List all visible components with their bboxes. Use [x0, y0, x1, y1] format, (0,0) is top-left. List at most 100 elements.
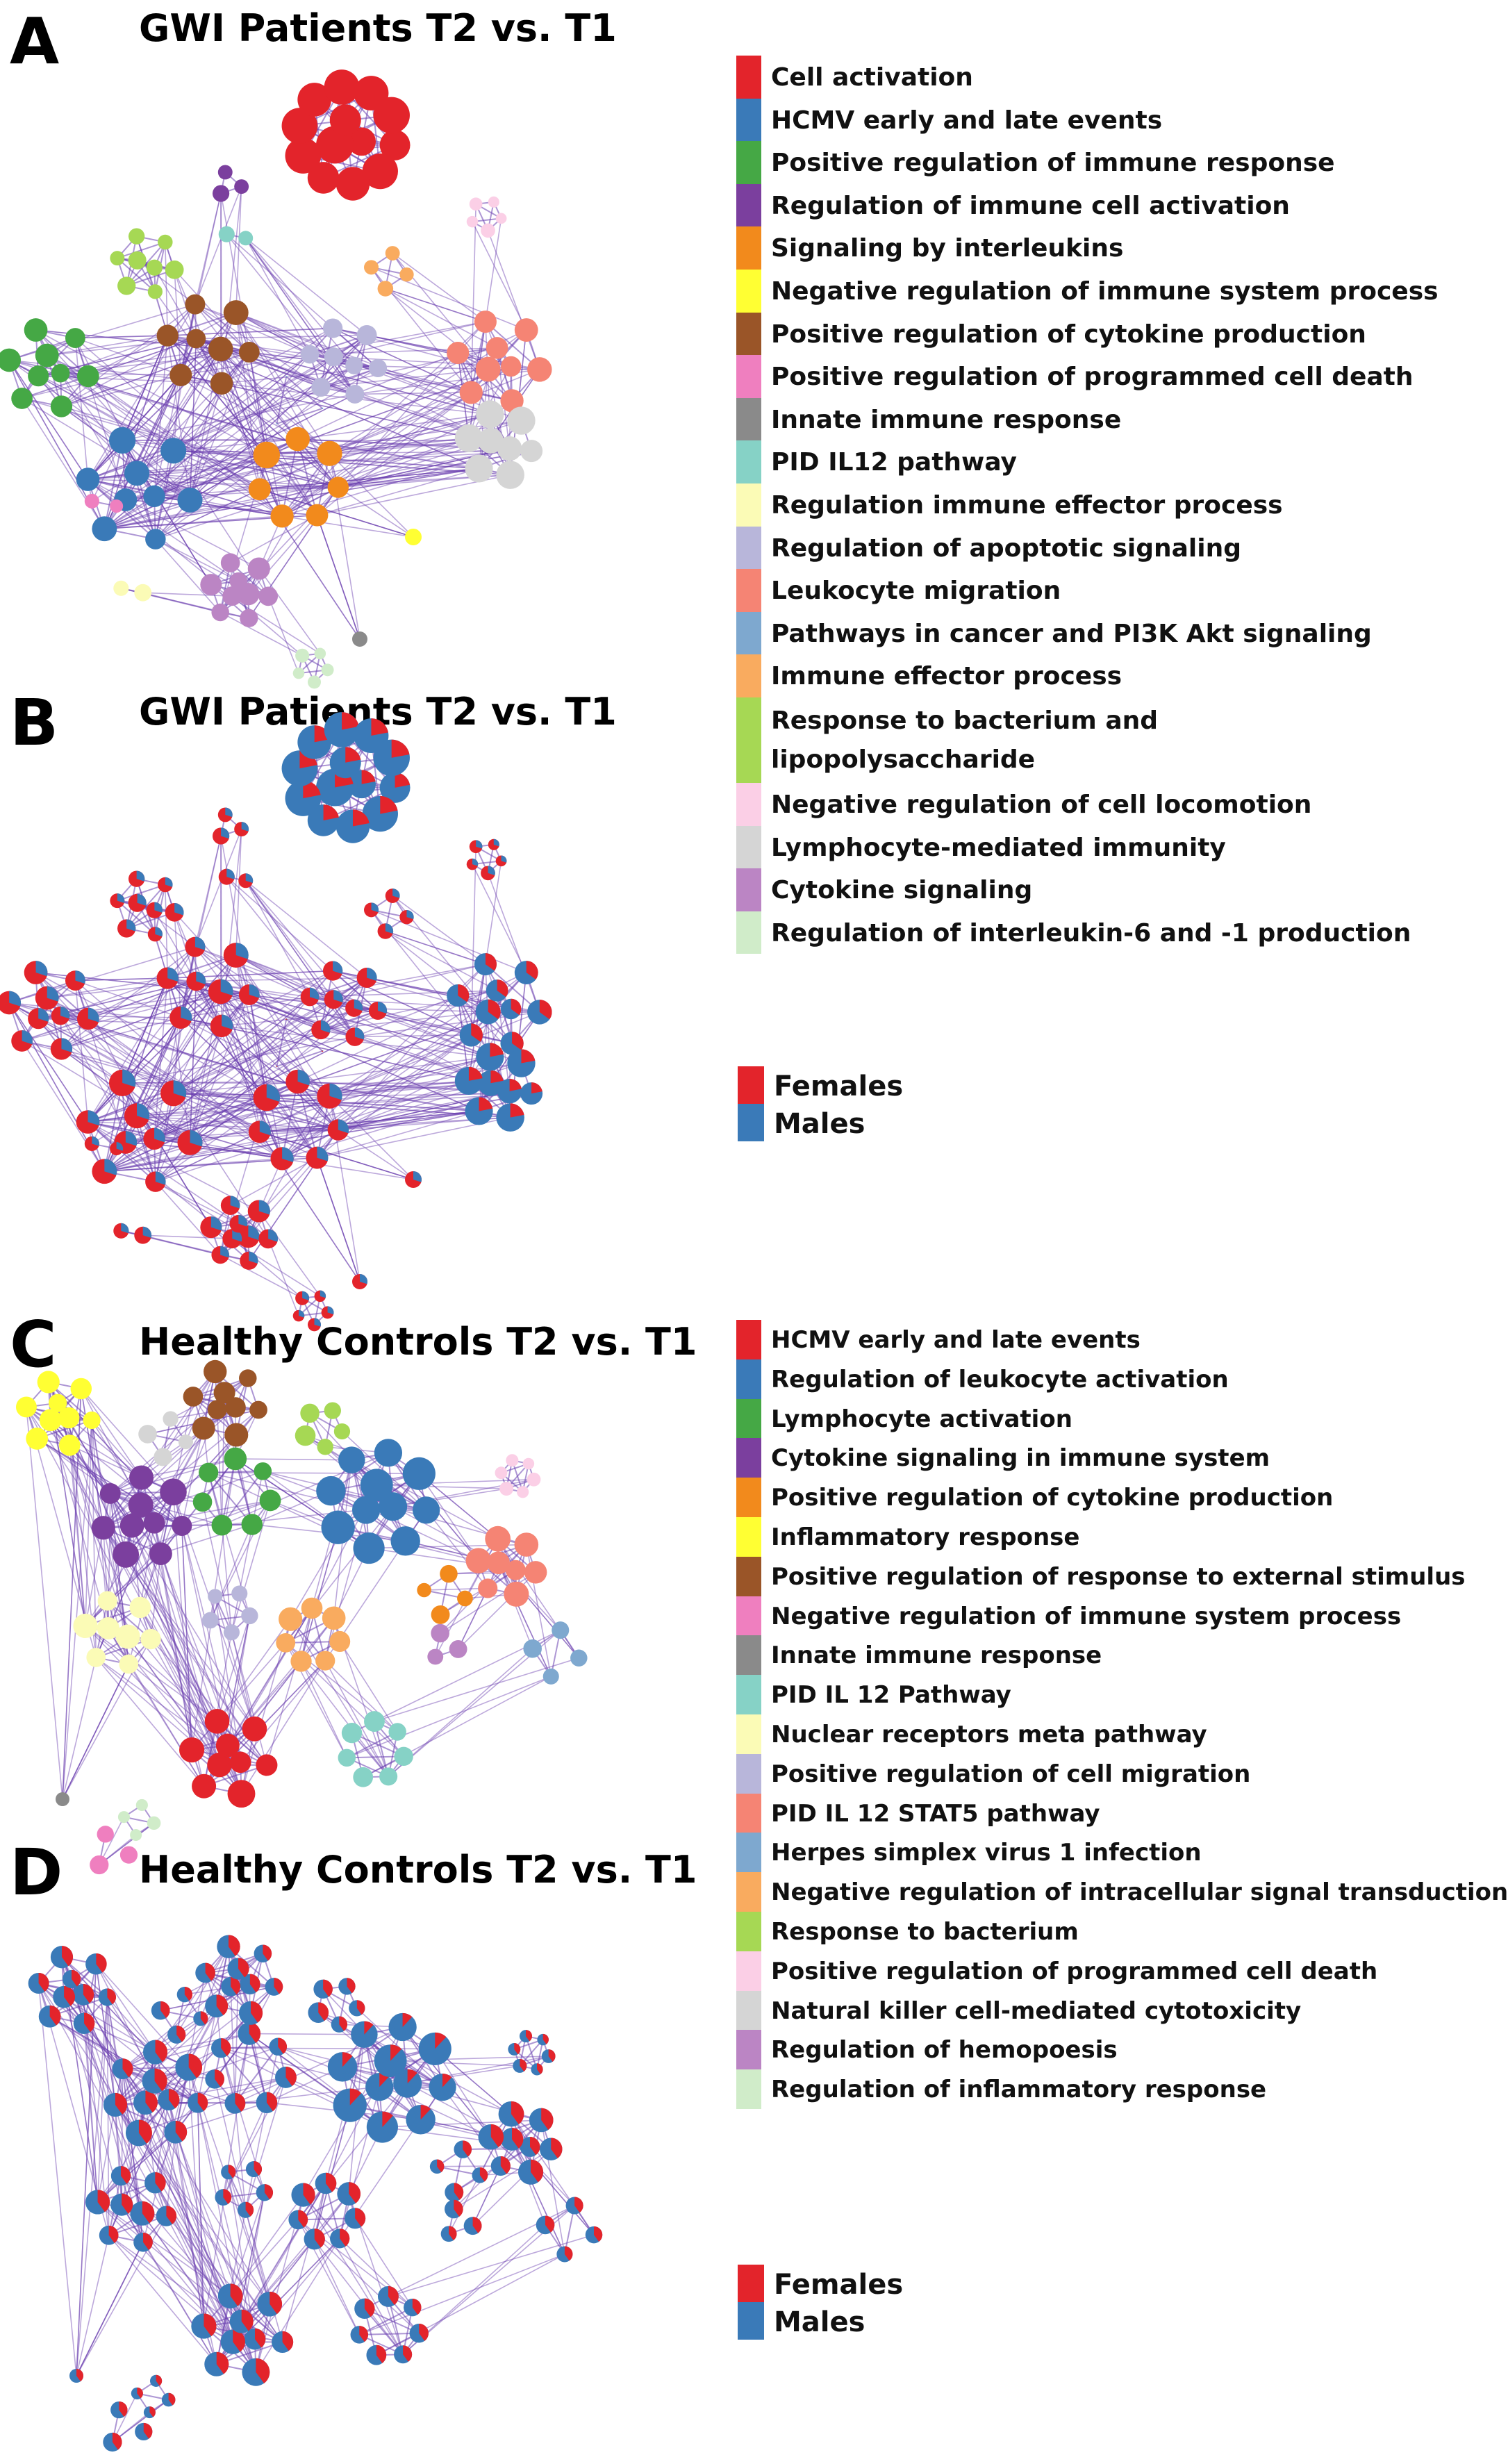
network-node — [285, 138, 322, 174]
network-node — [110, 251, 125, 266]
network-edge — [136, 1115, 338, 1131]
network-node — [364, 260, 379, 275]
network-edge — [349, 2048, 436, 2106]
network-node — [368, 1001, 388, 1020]
network-edge — [220, 991, 299, 1082]
network-node — [356, 325, 377, 346]
network-edge — [122, 977, 168, 1084]
network-edge — [150, 1639, 220, 1765]
network-edge — [385, 288, 486, 322]
network-edge — [60, 406, 190, 501]
network-edge — [35, 329, 191, 501]
network-node — [523, 1639, 542, 1658]
network-edge — [220, 2047, 267, 2103]
network-edge — [338, 1080, 470, 1131]
network-edge — [173, 1092, 511, 1118]
network-edge — [281, 1081, 299, 1159]
network-node — [499, 1481, 514, 1496]
legend-swatch — [736, 569, 761, 612]
network-edge — [74, 338, 126, 500]
legend-label: Positive regulation of cytokine producti… — [771, 1484, 1334, 1512]
network-edge — [371, 267, 527, 331]
network-edge — [154, 1036, 356, 1140]
network-node — [224, 1423, 249, 1447]
network-edge — [83, 2023, 189, 2068]
network-node — [327, 477, 349, 498]
network-graph-d — [28, 1935, 603, 2452]
network-edge — [185, 1371, 216, 1442]
legend-label: Negative regulation of cell locomotion — [771, 790, 1312, 819]
network-edge — [329, 365, 512, 454]
network-node — [210, 372, 233, 395]
network-node — [76, 365, 99, 388]
legend-swatch — [736, 1556, 761, 1596]
network-node — [186, 329, 206, 349]
network-edge — [227, 1660, 302, 1746]
network-edge — [112, 2399, 169, 2443]
network-node — [117, 276, 136, 295]
network-edge — [219, 349, 318, 516]
network-node — [269, 2037, 288, 2056]
network-edge — [197, 2076, 286, 2103]
network-edge — [221, 1025, 283, 1159]
network-node — [520, 2137, 540, 2157]
network-edge — [88, 338, 197, 377]
network-edge — [338, 1110, 479, 1131]
network-edge — [320, 1011, 488, 1031]
network-node — [143, 485, 165, 508]
network-edge — [190, 1097, 267, 1143]
network-edge — [136, 349, 222, 474]
network-node — [317, 1439, 333, 1455]
network-node — [292, 1309, 305, 1322]
network-node — [128, 893, 147, 912]
nodes — [0, 712, 552, 1332]
network-edge — [342, 2066, 492, 2138]
network-edge — [338, 468, 479, 488]
network-edge — [103, 354, 310, 529]
network-edge — [266, 438, 469, 456]
network-node — [412, 1496, 440, 1524]
network-node — [229, 1214, 248, 1233]
network-edge — [95, 1963, 156, 2082]
network-edge — [174, 2131, 231, 2297]
network-edge — [88, 386, 322, 480]
network-edge — [62, 1420, 92, 1800]
network-edge — [245, 880, 356, 1037]
network-edge — [87, 1017, 181, 1123]
legend-swatch — [736, 868, 761, 911]
network-node — [204, 2351, 229, 2376]
network-node — [338, 1748, 356, 1767]
network-edge — [141, 1458, 235, 1478]
network-node — [147, 1816, 161, 1830]
network-edge — [457, 995, 511, 1092]
network-edge — [173, 996, 310, 1094]
network-edge — [60, 335, 168, 374]
network-edge — [122, 438, 298, 441]
legend-swatch — [736, 2030, 761, 2070]
network-edge — [216, 1615, 251, 1722]
network-node — [28, 1973, 49, 1994]
network-edge — [511, 2113, 595, 2235]
network-node — [158, 2089, 180, 2111]
network-node — [321, 1510, 355, 1544]
network-node — [478, 1578, 498, 1598]
network-node — [164, 2120, 188, 2144]
network-node — [341, 1722, 363, 1744]
network-node — [256, 1754, 278, 1776]
network-node — [130, 2201, 155, 2226]
legend-label: Immune effector process — [771, 662, 1122, 691]
network-node — [253, 441, 281, 469]
network-node — [158, 234, 173, 250]
legend-item-leukocyte-migration: Leukocyte migration — [736, 569, 1439, 612]
network-node — [222, 586, 242, 606]
network-edge — [60, 372, 330, 454]
network-edge — [60, 372, 260, 490]
network-edge — [281, 1011, 489, 1159]
network-edge — [220, 193, 250, 353]
network-node — [38, 2005, 61, 2028]
network-node — [227, 1780, 256, 1808]
legend-label: Regulation of interleukin-6 and -1 produ… — [771, 918, 1411, 948]
network-edge — [190, 440, 491, 501]
network-node — [281, 108, 318, 144]
network-edge — [121, 2204, 233, 2342]
